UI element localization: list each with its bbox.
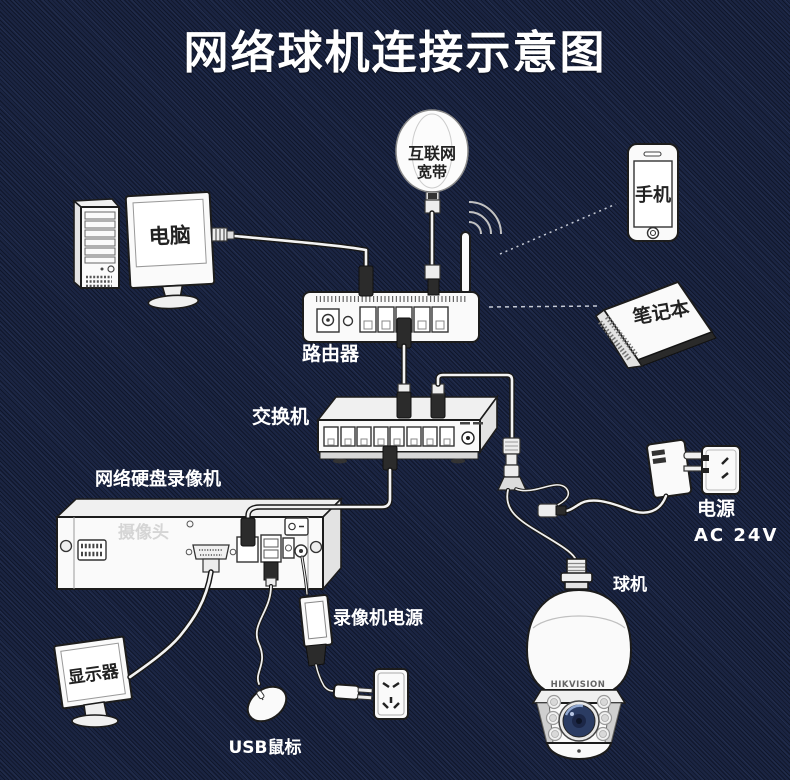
recorder-power-label: 录像机电源 <box>333 607 423 629</box>
wireless-link-to-laptop <box>488 305 599 308</box>
switch-label: 交换机 <box>252 405 309 428</box>
phone-speaker-icon <box>643 151 662 157</box>
computer-label: 电脑 <box>148 223 191 249</box>
wall-socket-left <box>373 668 409 720</box>
cable-nvr-to-power-adapter <box>300 555 309 596</box>
network-switch <box>316 394 499 464</box>
recorder-power-adapter <box>298 593 373 701</box>
cable-nvr-to-monitor <box>127 558 220 680</box>
nvr-watermark: 摄像头 <box>118 522 169 543</box>
camera-power-adapter <box>646 438 705 499</box>
power-spec-label: AC 24V <box>694 525 778 546</box>
wireless-link-to-phone <box>499 203 617 255</box>
wall-socket-right <box>701 445 741 495</box>
wifi-signal-icon <box>468 201 502 235</box>
ptz-dome-camera: HIKVISION <box>525 558 633 761</box>
router <box>302 201 502 343</box>
display-monitor: 显示器 <box>53 635 133 728</box>
nvr-terminal-block-icon <box>77 539 107 561</box>
camera-pigtail <box>496 437 577 560</box>
camera-dome <box>525 588 633 691</box>
power-inline-connector-icon <box>537 503 559 518</box>
phone-label: 手机 <box>635 184 671 206</box>
page-title: 网络球机连接示意图 <box>183 26 607 79</box>
nvr-label: 网络硬盘录像机 <box>95 468 221 490</box>
router-antenna-icon <box>460 231 471 295</box>
nvr-power-switch-icon <box>284 517 309 536</box>
mouse-label: USB鼠标 <box>228 737 301 758</box>
router-label: 路由器 <box>302 342 360 365</box>
internet-label-line1: 互联网 <box>408 144 456 163</box>
computer-tower <box>71 198 121 290</box>
cable-router-to-switch <box>396 317 412 419</box>
mouse-scroll-wheel-icon <box>256 690 265 700</box>
internet-label-line2: 宽带 <box>416 163 447 181</box>
camera-brand-label: HIKVISION <box>551 680 606 690</box>
laptop: 笔记本 <box>594 280 717 369</box>
cable-internet-to-router <box>424 210 441 296</box>
cable-adapter-to-camera <box>563 493 669 516</box>
cable-computer-to-router <box>211 227 374 297</box>
phone-home-button-icon <box>646 226 660 240</box>
power-label: 电源 <box>697 497 735 520</box>
camera-label: 球机 <box>613 574 647 595</box>
cable-switch-to-camera <box>430 372 515 441</box>
mobile-phone: 手机 <box>627 143 679 242</box>
pigtail-splitter-icon <box>496 476 528 491</box>
usb-mouse <box>246 685 288 723</box>
cable-nvr-to-mouse <box>254 561 279 686</box>
computer-monitor: 电脑 <box>124 191 216 310</box>
internet-balloon: 互联网 宽带 <box>395 109 469 214</box>
cable-switch-to-nvr <box>240 445 398 547</box>
nvr-vga-port-icon <box>192 544 230 560</box>
nvr: 摄像头 <box>54 497 343 592</box>
